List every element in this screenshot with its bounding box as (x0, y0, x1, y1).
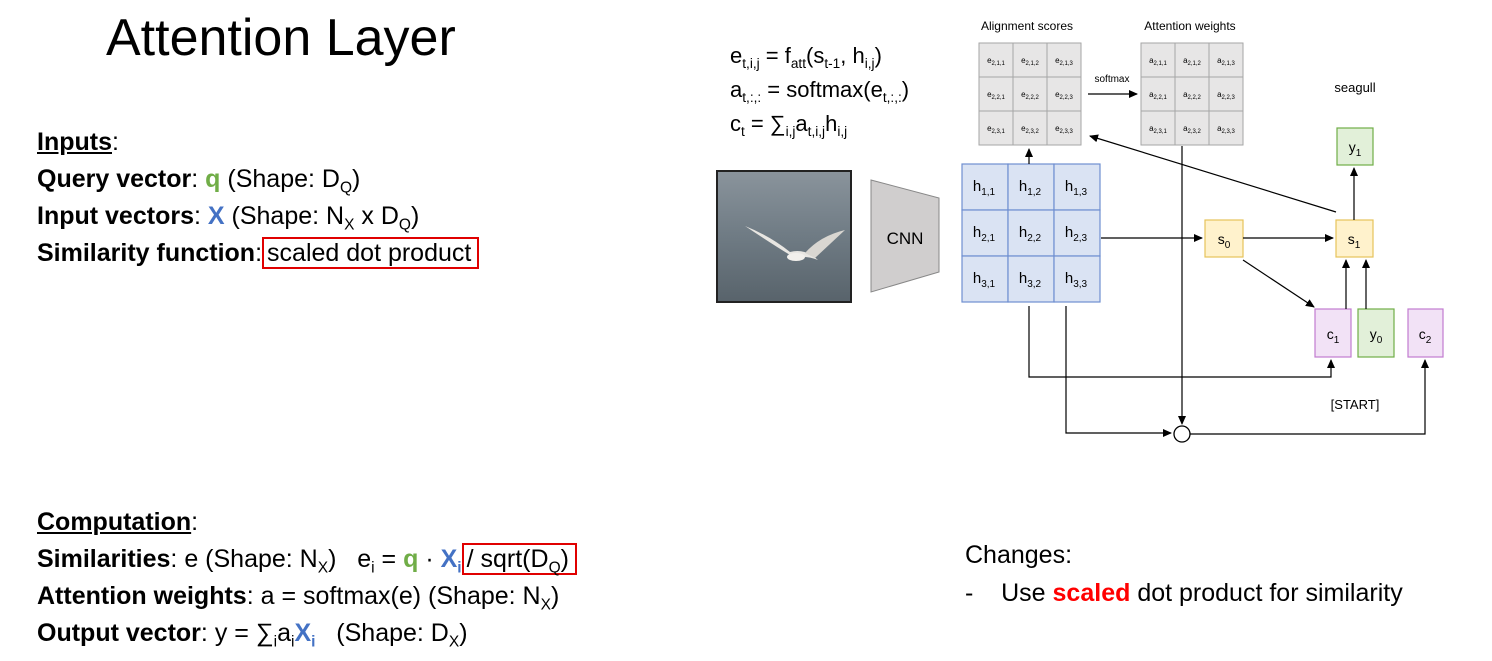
attention-weight-cell (1209, 43, 1243, 77)
attention-weight-cell (1209, 77, 1243, 111)
grid-to-combine-path (1066, 306, 1171, 433)
seagull-label: seagull (1334, 80, 1375, 95)
attention-weights-title: Attention weights (1144, 19, 1235, 33)
cnn-label: CNN (887, 229, 924, 248)
attention-weight-cell (1141, 111, 1175, 145)
alignment-score-cell (979, 111, 1013, 145)
attention-weight-cell (1175, 111, 1209, 145)
alignment-score-cell (1013, 77, 1047, 111)
attention-weight-cell (1141, 77, 1175, 111)
alignment-scores-title: Alignment scores (981, 19, 1073, 33)
attention-weight-cell (1175, 43, 1209, 77)
attention-weight-cell (1141, 43, 1175, 77)
alignment-score-cell (1013, 111, 1047, 145)
alignment-score-cell (1047, 43, 1081, 77)
alignment-scores-grid: e2,1,1e2,1,2e2,1,3e2,2,1e2,2,2e2,2,3e2,3… (979, 43, 1081, 145)
grid-to-c1-path (1029, 306, 1331, 377)
alignment-score-cell (979, 43, 1013, 77)
s1-to-scores-arrow (1090, 136, 1336, 212)
attention-weight-cell (1209, 111, 1243, 145)
alignment-score-cell (1047, 77, 1081, 111)
start-label: [START] (1331, 397, 1380, 412)
alignment-score-cell (979, 77, 1013, 111)
attention-weights-grid: a2,1,1a2,1,2a2,1,3a2,2,1a2,2,2a2,2,3a2,3… (1141, 43, 1243, 145)
combine-to-c2-path (1190, 360, 1425, 434)
attention-weight-cell (1175, 77, 1209, 111)
combine-node (1174, 426, 1190, 442)
seagull-image (717, 171, 851, 302)
softmax-label: softmax (1094, 74, 1129, 85)
alignment-score-cell (1013, 43, 1047, 77)
s0-to-c1-arrow (1243, 260, 1314, 307)
alignment-score-cell (1047, 111, 1081, 145)
